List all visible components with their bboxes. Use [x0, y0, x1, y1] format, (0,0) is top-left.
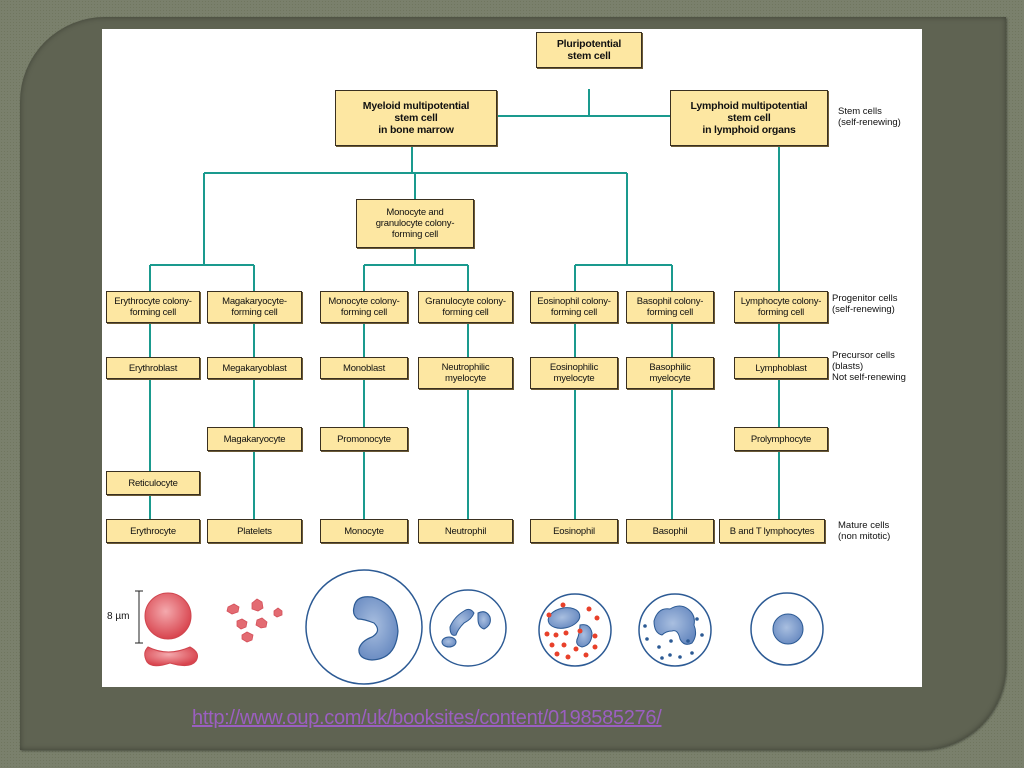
- box-label: Lymphocyte colony- forming cell: [740, 296, 822, 318]
- pluripotential-stem-cell-box: Pluripotential stem cell: [536, 32, 642, 68]
- box-label: Monoblast: [342, 362, 386, 374]
- precursor-box: Neutrophilic myelocyte: [418, 357, 513, 389]
- monocyte-granulocyte-cfc-box: Monocyte and granulocyte colony- forming…: [356, 199, 474, 248]
- box-label: Prolymphocyte: [750, 433, 812, 445]
- mature-cells-label: Mature cells (non mitotic): [838, 520, 891, 542]
- box-label: Magakaryocyte: [223, 433, 286, 445]
- lymphocyte-illustration: [750, 592, 824, 666]
- megakaryocyte-box: Magakaryocyte: [207, 427, 302, 451]
- box-label: Platelets: [237, 525, 272, 537]
- neutrophil-illustration: [429, 589, 507, 667]
- box-label: Reticulocyte: [128, 477, 178, 489]
- precursor-box: Eosinophilic myelocyte: [530, 357, 618, 389]
- box-label: Erythrocyte colony- forming cell: [114, 296, 192, 318]
- progenitor-box: Erythrocyte colony- forming cell: [106, 291, 200, 323]
- box-label: Megakaryoblast: [222, 362, 287, 374]
- erythrocyte-illustration: [144, 592, 198, 667]
- basophil-illustration: [638, 593, 712, 667]
- mature-cell-box: B and T lymphocytes: [719, 519, 825, 543]
- reticulocyte-box: Reticulocyte: [106, 471, 200, 495]
- progenitor-box: Basophil colony- forming cell: [626, 291, 714, 323]
- box-label: Basophilic myelocyte: [649, 362, 691, 384]
- box-label: Monocyte: [344, 525, 384, 537]
- source-link[interactable]: http://www.oup.com/uk/booksites/content/…: [192, 707, 662, 729]
- box-label: B and T lymphocytes: [729, 525, 815, 537]
- mature-cell-box: Basophil: [626, 519, 714, 543]
- mature-cell-box: Eosinophil: [530, 519, 618, 543]
- box-label: Lymphoid multipotential stem cell in lym…: [690, 100, 808, 136]
- box-label: Promonocyte: [337, 433, 391, 445]
- promonocyte-box: Promonocyte: [320, 427, 408, 451]
- scale-label: 8 µm: [107, 611, 130, 622]
- precursor-box: Basophilic myelocyte: [626, 357, 714, 389]
- hematopoiesis-diagram: Pluripotential stem cell Myeloid multipo…: [102, 29, 922, 687]
- box-label: Neutrophilic myelocyte: [441, 362, 490, 384]
- progenitor-box: Lymphocyte colony- forming cell: [734, 291, 828, 323]
- progenitor-box: Magakaryocyte- forming cell: [207, 291, 302, 323]
- box-label: Basophil colony- forming cell: [636, 296, 704, 318]
- box-label: Eosinophil colony- forming cell: [537, 296, 611, 318]
- box-label: Eosinophil: [553, 525, 595, 537]
- myeloid-stem-cell-box: Myeloid multipotential stem cell in bone…: [335, 90, 497, 146]
- box-label: Granulocyte colony- forming cell: [425, 296, 506, 318]
- box-label: Monocyte and granulocyte colony- forming…: [375, 207, 455, 240]
- precursor-box: Erythroblast: [106, 357, 200, 379]
- box-label: Monocyte colony- forming cell: [328, 296, 400, 318]
- mature-cell-box: Platelets: [207, 519, 302, 543]
- box-label: Eosinophilic myelocyte: [549, 362, 599, 384]
- platelets-illustration: [226, 598, 283, 643]
- eosinophil-illustration: [538, 593, 612, 667]
- prolymphocyte-box: Prolymphocyte: [734, 427, 828, 451]
- monocyte-illustration: [305, 569, 423, 685]
- progenitor-box: Monocyte colony- forming cell: [320, 291, 408, 323]
- precursor-box: Megakaryoblast: [207, 357, 302, 379]
- box-label: Basophil: [652, 525, 688, 537]
- progenitor-cells-label: Progenitor cells (self-renewing): [832, 293, 898, 315]
- stem-cells-label: Stem cells (self-renewing): [838, 106, 901, 128]
- box-label: Myeloid multipotential stem cell in bone…: [362, 100, 470, 136]
- precursor-cells-label: Precursor cells (blasts) Not self-renewi…: [832, 350, 906, 383]
- mature-cell-box: Neutrophil: [418, 519, 513, 543]
- box-label: Pluripotential stem cell: [556, 38, 622, 62]
- lymphoid-stem-cell-box: Lymphoid multipotential stem cell in lym…: [670, 90, 828, 146]
- box-label: Neutrophil: [444, 525, 487, 537]
- mature-cell-box: Erythrocyte: [106, 519, 200, 543]
- scale-bar: [135, 590, 143, 644]
- box-label: Erythroblast: [128, 362, 178, 374]
- mature-cell-box: Monocyte: [320, 519, 408, 543]
- connector-lines: [149, 89, 780, 519]
- progenitor-box: Eosinophil colony- forming cell: [530, 291, 618, 323]
- cell-illustrations: [135, 569, 824, 685]
- box-label: Lymphoblast: [755, 362, 807, 374]
- box-label: Erythrocyte: [130, 525, 176, 537]
- precursor-box: Lymphoblast: [734, 357, 828, 379]
- precursor-box: Monoblast: [320, 357, 408, 379]
- progenitor-box: Granulocyte colony- forming cell: [418, 291, 513, 323]
- box-label: Magakaryocyte- forming cell: [222, 296, 287, 318]
